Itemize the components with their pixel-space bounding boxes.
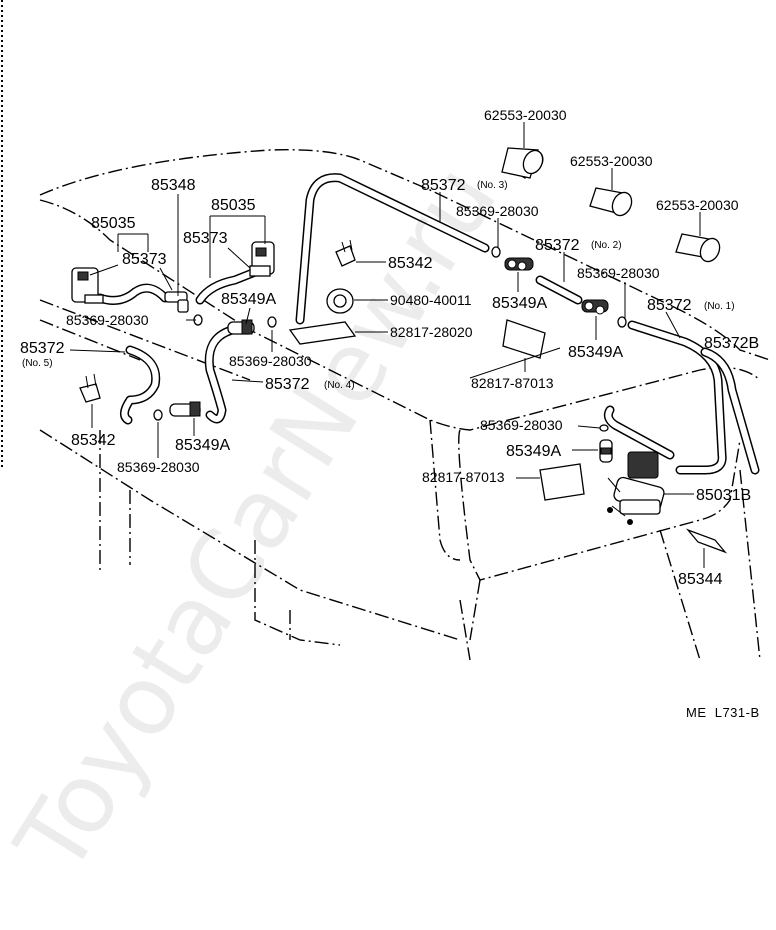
label-85342-left: 85342 (71, 432, 116, 449)
hose-no1 (627, 320, 727, 475)
label-no1: (No. 1) (704, 301, 735, 312)
label-85373-left: 85373 (122, 251, 167, 268)
pad-85344 (685, 528, 728, 554)
label-85373-right: 85373 (183, 230, 228, 247)
pad-82817-28020 (288, 321, 357, 345)
label-85348: 85348 (151, 177, 196, 194)
hose-no4 (204, 325, 237, 424)
nozzle-85035-left (71, 267, 104, 304)
grommet-90480 (326, 288, 354, 314)
vehicle-body-outline (39, 149, 771, 661)
label-85349a-right: 85349A (568, 344, 623, 361)
valve-85349a-right (581, 299, 609, 315)
pad-82817-87013-lower (539, 463, 585, 501)
label-62553-b: 62553-20030 (570, 153, 653, 169)
label-82817-28020: 82817-28020 (390, 324, 473, 340)
hose-no2 (535, 275, 583, 305)
valve-85349a-left (169, 401, 201, 417)
label-no5: (No. 5) (22, 358, 53, 369)
label-85349a-lower: 85349A (506, 443, 561, 460)
label-85372-no2: 85372 (535, 237, 580, 254)
clamp-85342-top (335, 239, 356, 267)
valve-85349a-lower (599, 439, 613, 463)
label-82817-87013-upper: 82817-87013 (471, 375, 554, 391)
label-85372-no3: 85372 (421, 177, 466, 194)
clamp-85342-left (79, 373, 101, 403)
part-labels: 62553-20030 62553-20030 62553-20030 8537… (20, 107, 759, 588)
pad-82817-87013-upper (502, 319, 546, 359)
label-85344: 85344 (678, 571, 723, 588)
label-no4: (No. 4) (324, 380, 355, 391)
label-85349a-middle: 85349A (221, 291, 276, 308)
hose-85373-left (95, 283, 170, 305)
label-62553-c: 62553-20030 (656, 197, 739, 213)
label-85342-top: 85342 (388, 255, 433, 272)
leader-lines (69, 122, 705, 568)
label-85369-left-lower: 85369-28030 (117, 459, 200, 475)
label-85369-left-upper: 85369-28030 (66, 312, 149, 328)
label-62553-a: 62553-20030 (484, 107, 567, 123)
hose-lower-right (603, 405, 675, 460)
nozzle-85035-right (249, 241, 275, 277)
label-85369-lower-right: 85369-28030 (480, 417, 563, 433)
cap-62553-c (675, 233, 721, 263)
label-85349a-upper: 85349A (492, 295, 547, 312)
label-85035-right: 85035 (211, 197, 256, 214)
hose-no5 (120, 345, 161, 425)
label-85035-left: 85035 (91, 215, 136, 232)
label-82817-87013-lower: 82817-87013 (422, 469, 505, 485)
valve-85349a-middle (227, 319, 255, 335)
cap-62553-b (589, 187, 633, 217)
valve-85349a-upper (504, 257, 534, 271)
label-85349a-left: 85349A (175, 437, 230, 454)
label-85372-no1: 85372 (647, 297, 692, 314)
label-85372b: 85372B (704, 335, 759, 352)
label-90480: 90480-40011 (390, 292, 472, 308)
label-85369-b: 85369-28030 (577, 265, 660, 281)
label-85372-no5: 85372 (20, 340, 65, 357)
hose-85372b (700, 347, 760, 475)
label-85031b: 85031B (696, 487, 751, 504)
hose-85373-right (195, 267, 260, 305)
diagram-reference: ME L731-B (686, 705, 760, 720)
label-85369-middle: 85369-28030 (229, 353, 312, 369)
joint-85348 (164, 291, 189, 313)
label-no3: (No. 3) (477, 180, 508, 191)
cap-62553-a (501, 147, 544, 179)
washer-pump-85031b (607, 451, 665, 525)
label-85372-no4: 85372 (265, 376, 310, 393)
label-no2: (No. 2) (591, 240, 622, 251)
hose-no3 (295, 173, 490, 325)
label-85369-a: 85369-28030 (456, 203, 539, 219)
